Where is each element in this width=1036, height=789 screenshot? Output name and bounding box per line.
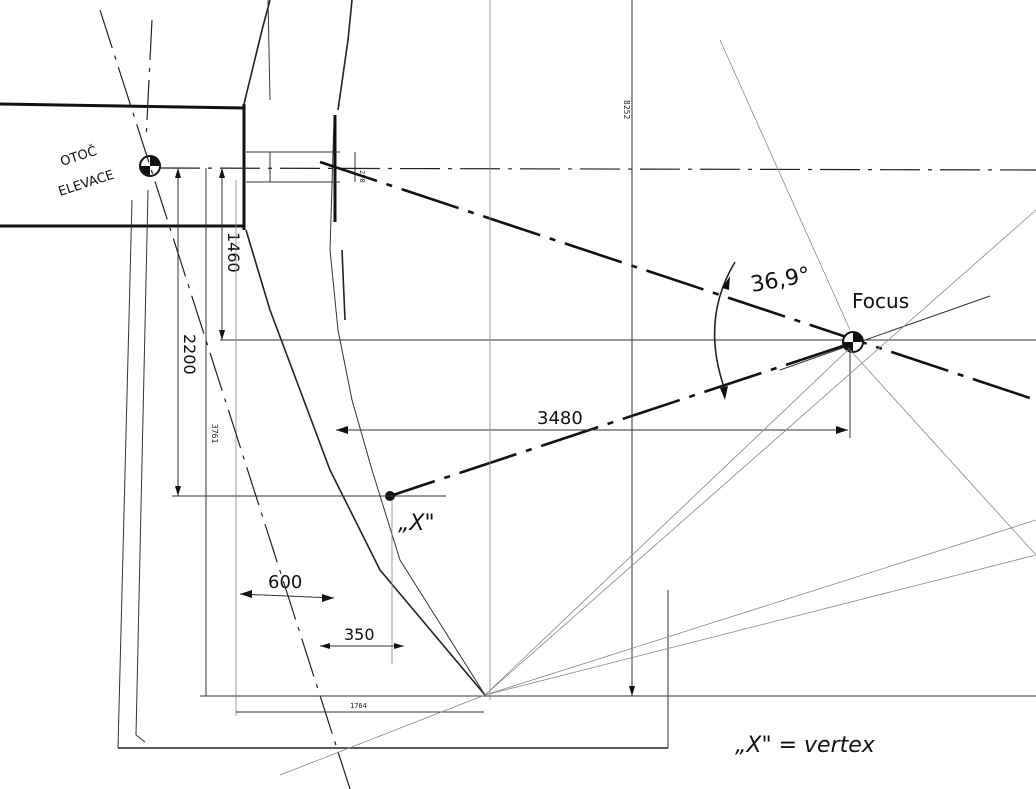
dim-1460: 1460 <box>219 168 243 340</box>
focus-symbol <box>842 331 864 353</box>
dim-600: 600 <box>239 572 335 602</box>
dim-350: 350 <box>320 625 404 649</box>
pivot-symbol <box>139 155 161 177</box>
feed-box <box>246 151 340 183</box>
angle-label: 36,9° <box>749 263 812 298</box>
dim-8252: 8252 <box>622 0 635 696</box>
pivot-slant-axis <box>99 9 351 789</box>
pivot-vertical-line <box>135 189 149 736</box>
focus-crossline <box>779 295 991 371</box>
dim-3761-label: 3761 <box>210 424 219 443</box>
elevation-arm <box>0 102 246 230</box>
dim-600-label: 600 <box>268 572 302 593</box>
dim-2200-label: 2200 <box>180 334 199 375</box>
dim-1460-label: 1460 <box>224 232 243 273</box>
reflector-outline <box>243 0 486 696</box>
dim-2200: 2200 <box>172 168 446 497</box>
dim-350-label: 350 <box>344 625 375 644</box>
vertex-legend: „X" = vertex <box>735 733 876 758</box>
main-axis <box>319 160 1036 402</box>
dim-3761: 3761 <box>200 168 1036 697</box>
pivot-horizontal-axis <box>159 167 1036 171</box>
dim-8252-label: 8252 <box>622 100 631 119</box>
dim-1764: 1764 <box>236 702 484 713</box>
angle-indicator <box>713 261 736 400</box>
dim-3480-label: 3480 <box>537 408 583 429</box>
dim-1764-label: 1764 <box>350 702 367 710</box>
pivot-label-line1: OTOČ <box>58 143 99 170</box>
focus-label: Focus <box>852 289 909 313</box>
dim-3480: 3480 <box>336 408 848 434</box>
vertex-point-label: „X" <box>398 511 435 536</box>
pivot-vertical-axis <box>145 19 153 141</box>
reflector-rays <box>279 39 1036 776</box>
focus-to-vertex-line <box>389 344 844 498</box>
pivot-label-line2: ELEVACE <box>57 168 116 200</box>
